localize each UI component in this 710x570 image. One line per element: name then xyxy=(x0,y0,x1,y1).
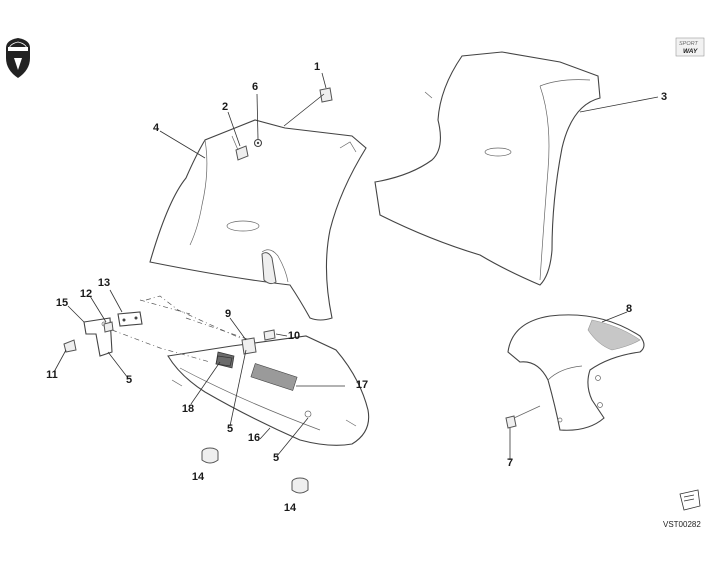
callout-9: 9 xyxy=(225,308,231,320)
callout-4: 4 xyxy=(153,122,160,134)
callout-10: 10 xyxy=(288,330,300,342)
callout-13: 13 xyxy=(98,277,110,289)
callout-15: 15 xyxy=(56,297,68,309)
page-corner-icon xyxy=(679,489,701,511)
svg-text:SPORT: SPORT xyxy=(679,41,698,47)
callout-5a: 5 xyxy=(126,374,132,386)
callout-14b: 14 xyxy=(284,502,297,514)
callout-8: 8 xyxy=(626,303,632,315)
part-18-pad xyxy=(215,355,233,367)
callout-18: 18 xyxy=(182,403,194,415)
svg-text:WAY: WAY xyxy=(683,48,698,55)
callout-14a: 14 xyxy=(192,471,205,483)
callout-2: 2 xyxy=(222,101,228,113)
callout-17: 17 xyxy=(356,379,368,391)
drawing-code: VST00282 xyxy=(663,520,701,529)
part-11-screw xyxy=(63,339,77,353)
ducati-logo xyxy=(6,38,30,78)
leader-lines xyxy=(53,72,659,460)
assembly-lines xyxy=(111,295,251,363)
part-14-grommet-right xyxy=(291,477,309,494)
callout-11: 11 xyxy=(46,369,58,381)
part-2-screw xyxy=(231,135,249,161)
part-10-screw xyxy=(263,329,276,341)
callout-12: 12 xyxy=(80,288,92,300)
part-6-washer xyxy=(253,138,263,148)
callout-labels: 1 2 3 4 5 5 5 6 7 8 9 10 11 12 13 14 14 … xyxy=(46,61,667,514)
callout-7: 7 xyxy=(507,457,513,469)
part-8-front-mudguard xyxy=(507,314,645,431)
part-13-bracket-plate xyxy=(117,311,143,327)
callout-5b: 5 xyxy=(227,423,233,435)
part-9-clip xyxy=(241,337,257,355)
part-3-outer-fairing-panel xyxy=(374,51,601,286)
sport-way-badge: SPORT WAY xyxy=(675,37,705,57)
callout-6: 6 xyxy=(252,81,258,93)
part-7-screw xyxy=(505,405,541,429)
callout-3: 3 xyxy=(661,91,667,103)
part-1-clip-nut xyxy=(319,87,333,103)
part-4-inner-fairing-panel xyxy=(149,119,367,321)
part-16-belly-pan xyxy=(167,335,370,446)
callout-1: 1 xyxy=(314,61,320,73)
callout-16: 16 xyxy=(248,432,260,444)
part-12-screw xyxy=(103,321,114,333)
part-14-grommet-left xyxy=(201,447,219,464)
callout-5c: 5 xyxy=(273,452,279,464)
